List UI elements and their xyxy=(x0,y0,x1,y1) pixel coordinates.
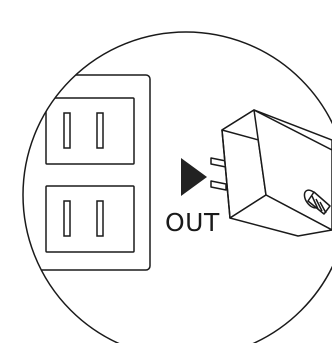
adapter-bottom-face xyxy=(229,194,332,237)
wall-outlet-icon xyxy=(23,74,151,271)
arrow-right-icon xyxy=(181,158,207,196)
plug-prongs xyxy=(210,157,227,191)
socket-slot xyxy=(96,200,104,237)
socket-slot xyxy=(63,200,71,237)
ac-adapter-icon xyxy=(210,109,332,237)
lower-socket xyxy=(45,185,135,253)
socket-slot xyxy=(96,112,104,149)
upper-socket xyxy=(45,97,135,165)
cable-strain-relief xyxy=(303,189,331,215)
zoom-circle xyxy=(22,31,332,343)
socket-slot xyxy=(63,112,71,149)
out-label: OUT xyxy=(165,208,220,237)
